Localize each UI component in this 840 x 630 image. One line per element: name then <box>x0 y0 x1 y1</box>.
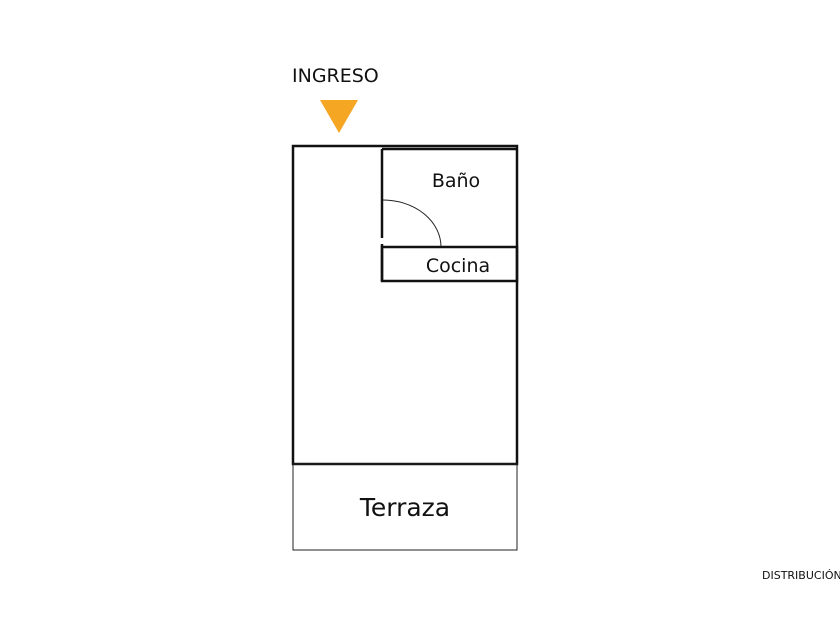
terrace-label: Terraza <box>359 493 450 522</box>
bathroom-label: Baño <box>432 170 480 192</box>
caption: DISTRIBUCIÓN <box>762 569 840 582</box>
main-room-walls <box>291 144 519 466</box>
entrance-label: INGRESO <box>292 65 379 87</box>
kitchen: Cocina <box>380 245 519 283</box>
door-swing-arc <box>382 199 442 248</box>
kitchen-label: Cocina <box>426 255 490 277</box>
terrace: Terraza <box>292 463 518 551</box>
entrance-arrow-icon <box>320 100 358 133</box>
